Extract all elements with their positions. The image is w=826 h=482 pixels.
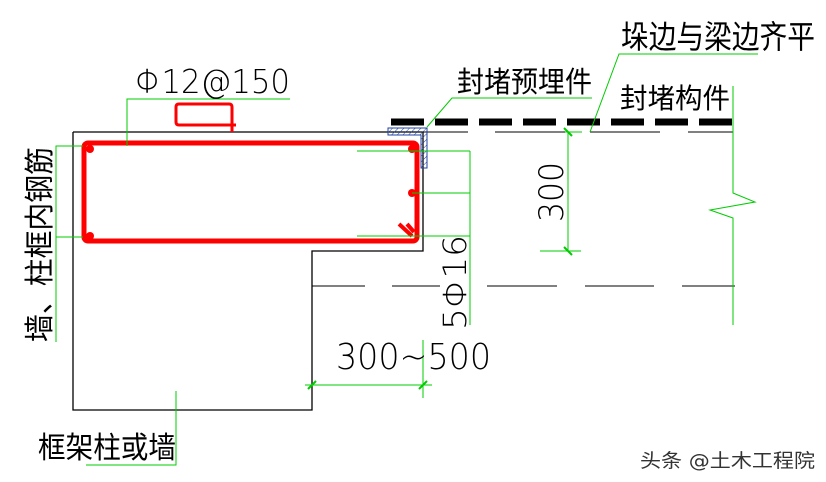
sealing-member-label: 封堵构件 xyxy=(620,82,730,115)
leader-lines xyxy=(55,53,758,466)
dimension-horizontal xyxy=(305,340,432,398)
dimension-horizontal-label: 300~500 xyxy=(336,337,491,378)
dimension-vertical-label: 300 xyxy=(532,162,572,222)
watermark: 头条 @土木工程院 xyxy=(640,450,815,472)
stirrup-spec-label: Φ12@150 xyxy=(135,62,290,101)
rebar-stirrup xyxy=(81,140,420,244)
stirrup-hook xyxy=(397,222,416,238)
rebar-bars xyxy=(86,145,416,240)
embedded-part-label: 封堵预埋件 xyxy=(457,65,592,99)
embedded-angle xyxy=(387,127,428,169)
wall-column-rebar-label: 墙、柱框内钢筋 xyxy=(23,147,58,342)
flush-edge-label: 垛边与梁边齐平 xyxy=(621,18,815,56)
frame-column-label: 框架柱或墙 xyxy=(38,431,176,466)
stirrup-detail xyxy=(174,102,236,132)
dimension-vertical xyxy=(540,127,582,256)
longitudinal-bars-label: 5Φ16 xyxy=(436,235,474,330)
